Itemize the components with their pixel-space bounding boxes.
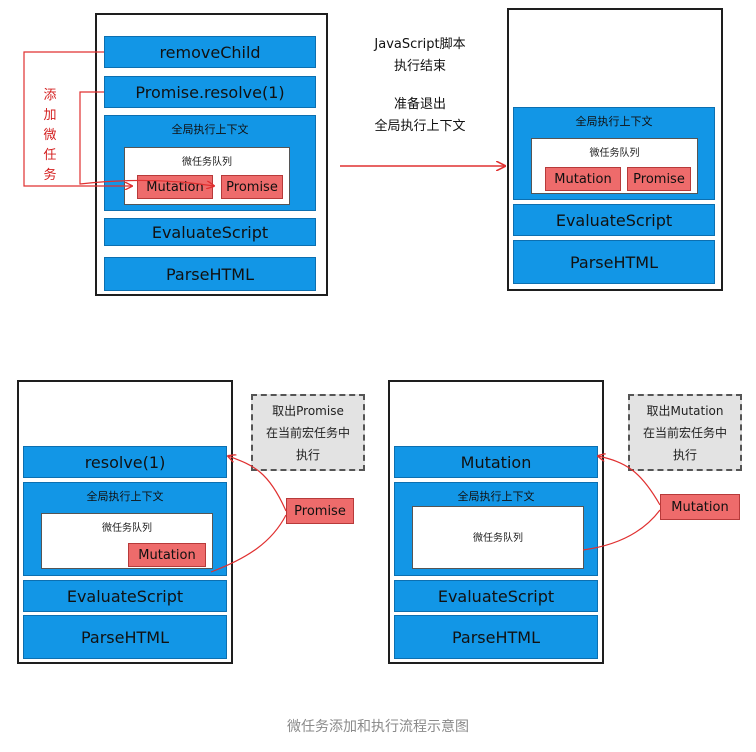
frame-evaluate-script: EvaluateScript [23,580,227,612]
arrow-mutation-to-frame [598,456,661,506]
arrow-remove-child-to-mutation [23,51,132,186]
microtask-queue-title: 微任务队列 [102,523,152,534]
global-context-title: 全局执行上下文 [86,490,164,503]
global-context-step3: 全局执行上下文 微任务队列 Mutation [23,482,227,576]
global-context-step4: 全局执行上下文 微任务队列 [394,482,598,576]
frame-promise-resolve: Promise.resolve(1) [104,76,316,108]
global-context-title: 全局执行上下文 [575,115,653,128]
global-context-step2: 全局执行上下文 微任务队列 Mutation Promise [513,107,715,200]
queue-item-promise: Promise [627,167,691,191]
frame-remove-child: removeChild [104,36,316,68]
microtask-queue-step4: 微任务队列 [412,506,584,569]
frame-parse-html: ParseHTML [104,257,316,291]
frame-parse-html: ParseHTML [394,615,598,659]
note-dequeue-promise: 取出Promise 在当前宏任务中 执行 [251,394,365,471]
microtask-queue-title: 微任务队列 [473,533,523,544]
queue-item-mutation: Mutation [128,543,206,567]
frame-resolve: resolve(1) [23,446,227,478]
note-dequeue-mutation: 取出Mutation 在当前宏任务中 执行 [628,394,742,471]
frame-evaluate-script: EvaluateScript [513,204,715,236]
figure-caption: 微任务添加和执行流程示意图 [287,719,469,735]
global-context-title: 全局执行上下文 [457,490,535,503]
microtask-queue-title: 微任务队列 [589,148,640,159]
microtask-queue-step1: 微任务队列 Mutation Promise [124,147,290,205]
frame-evaluate-script: EvaluateScript [394,580,598,612]
frame-parse-html: ParseHTML [23,615,227,659]
moving-task-mutation: Mutation [660,494,740,520]
arrow-promise-to-resolve [228,456,287,512]
arrow-promise-resolve-to-promise [79,91,214,186]
frame-mutation: Mutation [394,446,598,478]
transition-text: JavaScript脚本 执行结束 准备退出 全局执行上下文 [374,37,466,134]
global-context-title: 全局执行上下文 [171,123,249,136]
global-context-step1: 全局执行上下文 微任务队列 Mutation Promise [104,115,316,211]
queue-item-mutation: Mutation [545,167,621,191]
frame-parse-html: ParseHTML [513,240,715,284]
arrow-queue-to-mutation [582,509,661,551]
microtask-queue-title: 微任务队列 [182,157,232,168]
arrow-queue-to-promise [210,514,287,573]
microtask-queue-step2: 微任务队列 Mutation Promise [531,138,698,194]
frame-evaluate-script: EvaluateScript [104,218,316,246]
moving-task-promise: Promise [286,498,354,524]
microtask-queue-step3: 微任务队列 Mutation [41,513,213,569]
queue-item-promise: Promise [221,175,283,199]
side-label-add-microtask: 添 加 微 任 务 [43,88,57,183]
